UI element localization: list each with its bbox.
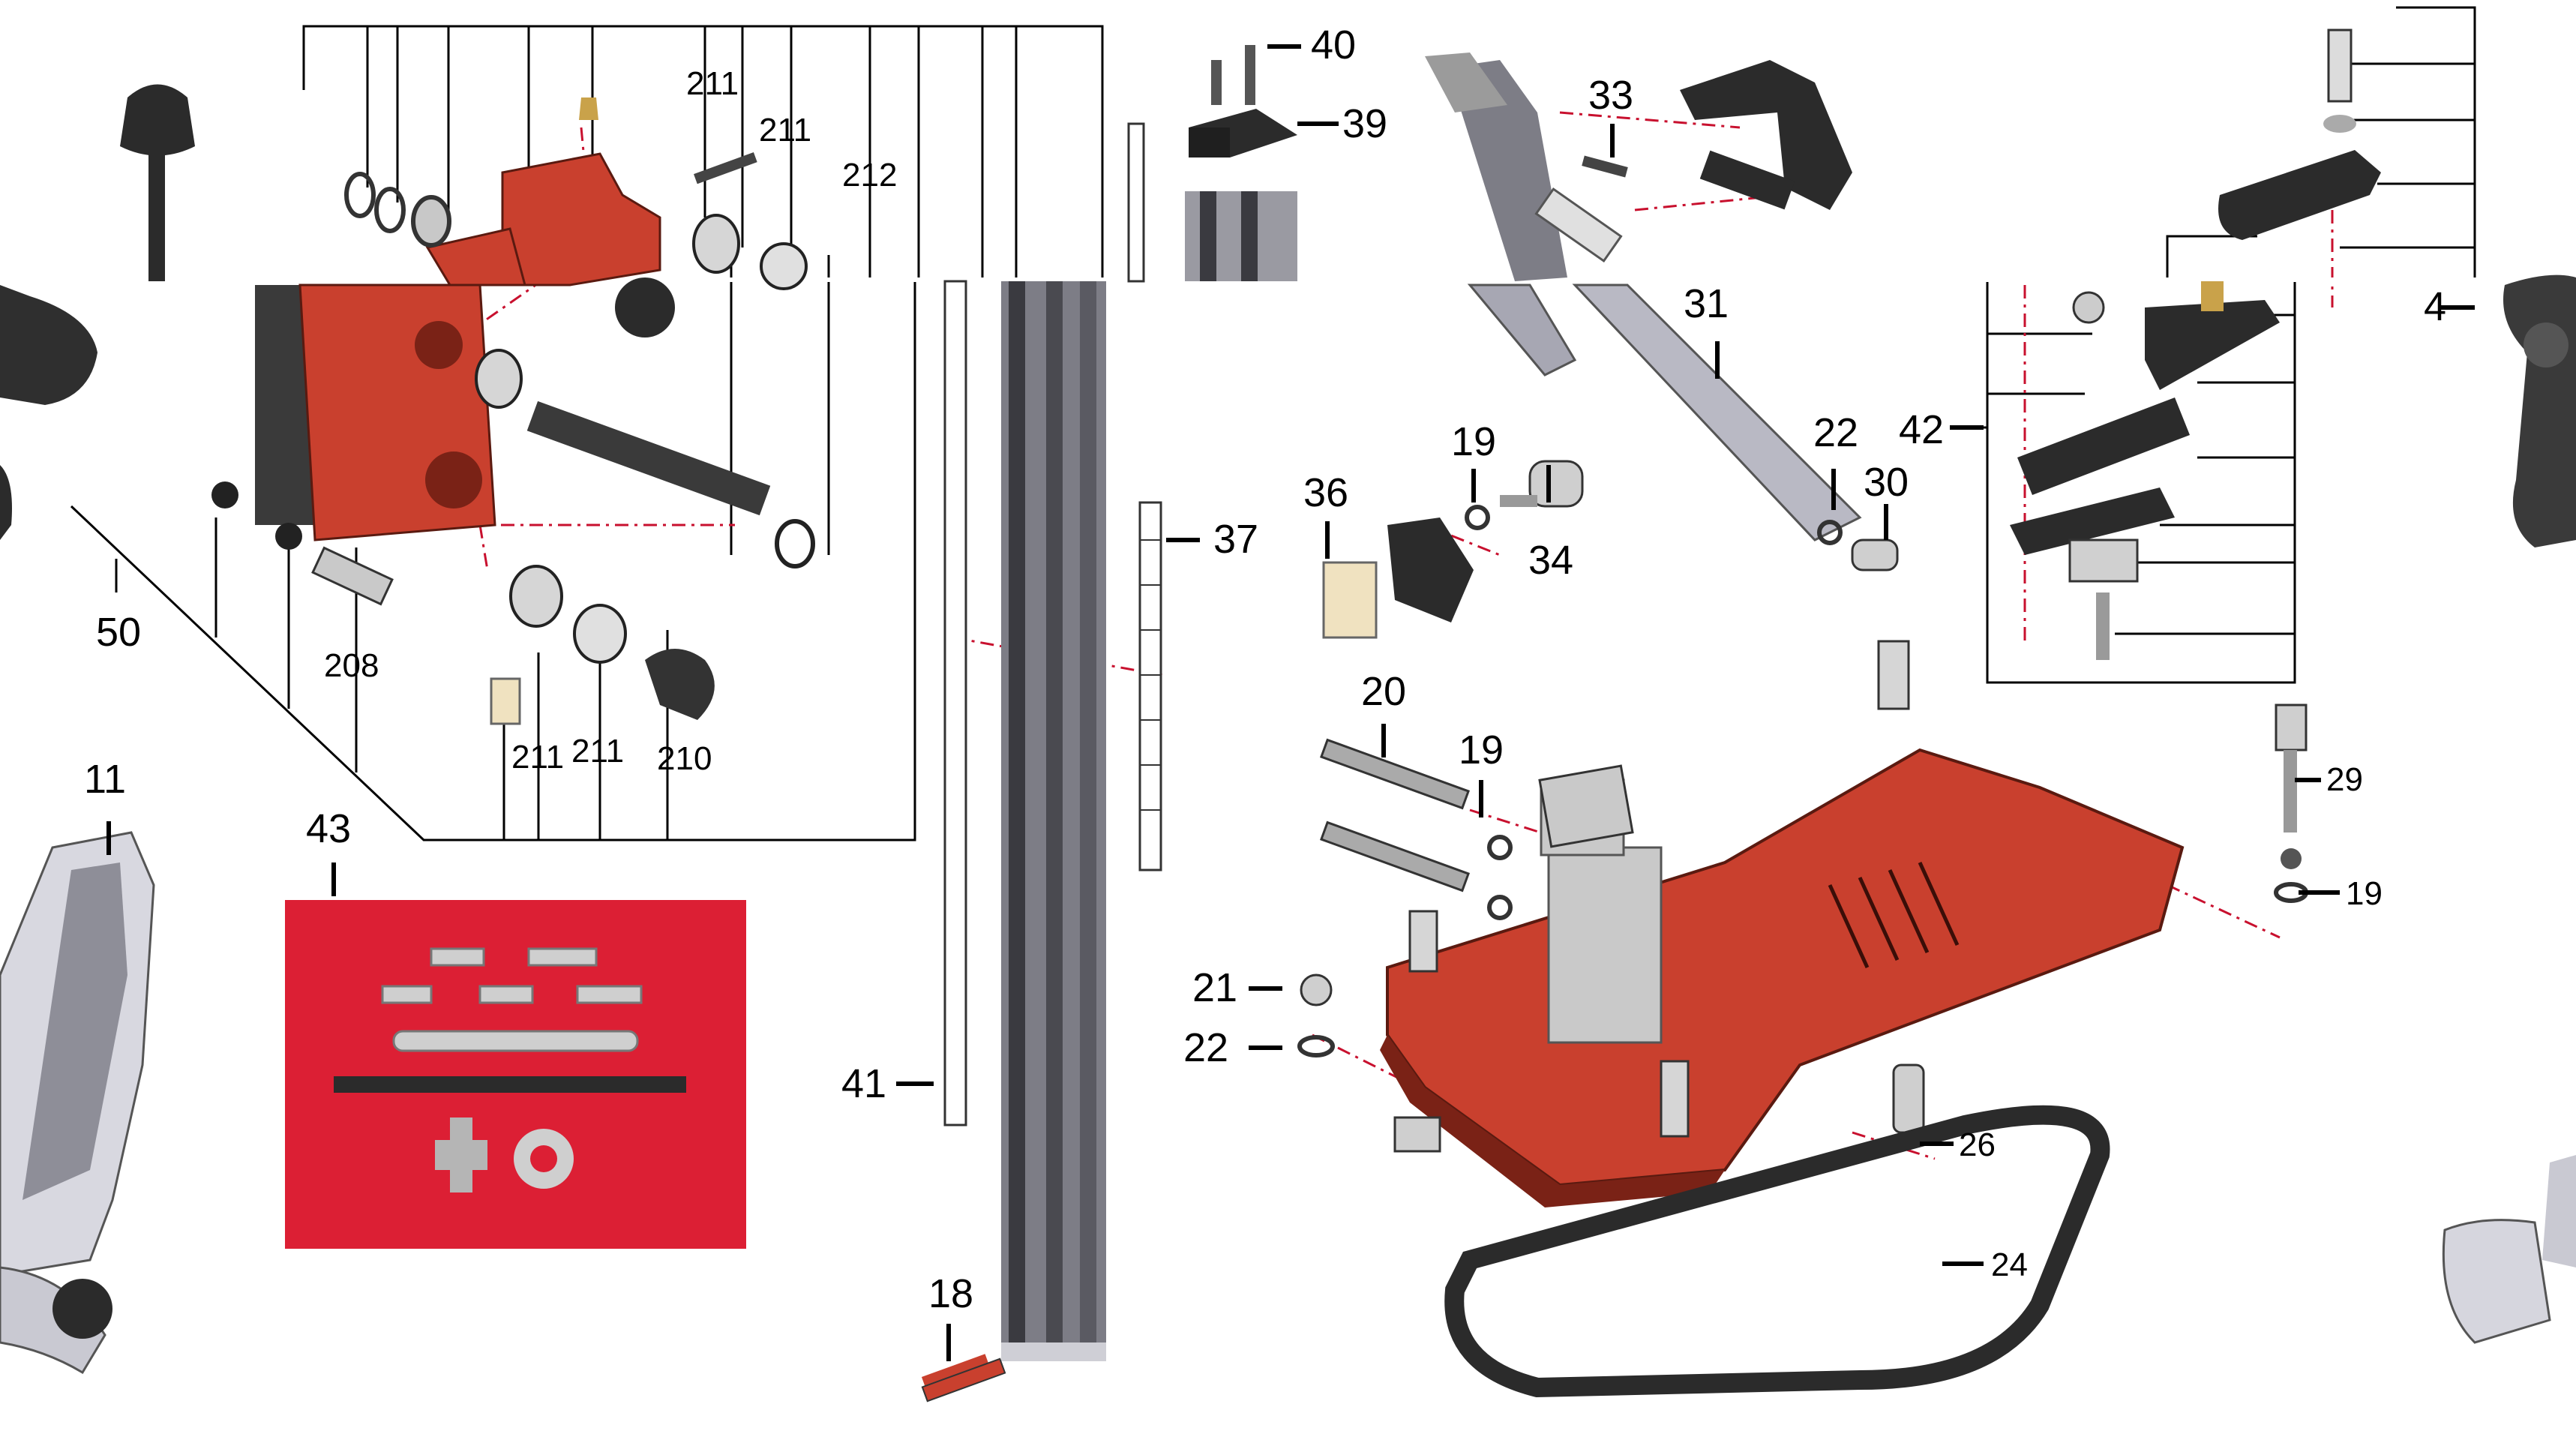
label-19-upper: 19 xyxy=(1451,419,1497,464)
label-34: 34 xyxy=(1528,538,1574,583)
label-43: 43 xyxy=(306,806,352,851)
parts-21-22 xyxy=(1297,974,1335,1058)
label-212: 212 xyxy=(842,157,898,194)
part-42-clamp-set xyxy=(2010,28,2381,660)
label-211-top-b: 211 xyxy=(759,112,812,148)
label-211-bottom-a: 211 xyxy=(511,739,565,776)
label-42: 42 xyxy=(1899,407,1945,452)
lower-bushings xyxy=(211,482,715,725)
parts-36-19-34 xyxy=(1322,460,1584,639)
label-50: 50 xyxy=(96,610,142,655)
parts-20-19 xyxy=(1320,738,1634,920)
label-19-middle: 19 xyxy=(1459,728,1504,772)
label-211-bottom-b: 211 xyxy=(571,733,625,770)
label-31: 31 xyxy=(1684,281,1729,326)
part-31-lever xyxy=(1425,52,1862,542)
label-211-top-a: 211 xyxy=(686,65,739,102)
part-39-cap xyxy=(1185,45,1297,281)
label-22-upper: 22 xyxy=(1813,410,1859,455)
label-4: 4 xyxy=(2424,284,2447,329)
label-41: 41 xyxy=(841,1061,887,1106)
group-42-frame xyxy=(1980,6,2476,684)
part-33-clamp xyxy=(1680,60,1852,210)
label-29: 29 xyxy=(2326,761,2363,798)
circlips-top xyxy=(344,172,451,248)
label-18: 18 xyxy=(928,1271,974,1316)
label-40: 40 xyxy=(1311,22,1357,68)
label-37: 37 xyxy=(1213,517,1259,562)
label-22-lower: 22 xyxy=(1183,1025,1229,1070)
label-11: 11 xyxy=(84,757,127,802)
label-208: 208 xyxy=(324,647,379,684)
part-24-pad xyxy=(1444,1105,2110,1398)
part-43-kit xyxy=(285,900,746,1249)
parts-29-19 xyxy=(2274,704,2308,903)
bushings-top xyxy=(692,152,808,290)
label-leaders xyxy=(106,44,2475,1361)
label-20: 20 xyxy=(1361,669,1407,714)
part-11-arm xyxy=(0,831,155,1375)
label-39: 39 xyxy=(1342,101,1388,146)
pinion-shaft xyxy=(475,349,815,568)
label-36: 36 xyxy=(1303,470,1349,515)
right-partials xyxy=(2442,274,2576,1344)
label-19-right: 19 xyxy=(2346,875,2383,912)
label-21: 21 xyxy=(1192,965,1238,1010)
label-24: 24 xyxy=(1991,1246,2028,1283)
label-210: 210 xyxy=(657,740,712,777)
label-33: 33 xyxy=(1588,73,1634,118)
parts-22-30 xyxy=(1817,520,1899,572)
left-knob-handle xyxy=(0,84,195,540)
part-18-bolt xyxy=(921,1358,1006,1402)
column-rail xyxy=(921,122,1162,1393)
label-30: 30 xyxy=(1864,460,1909,505)
label-26: 26 xyxy=(1959,1126,1996,1163)
carriage-assembly xyxy=(255,98,675,542)
